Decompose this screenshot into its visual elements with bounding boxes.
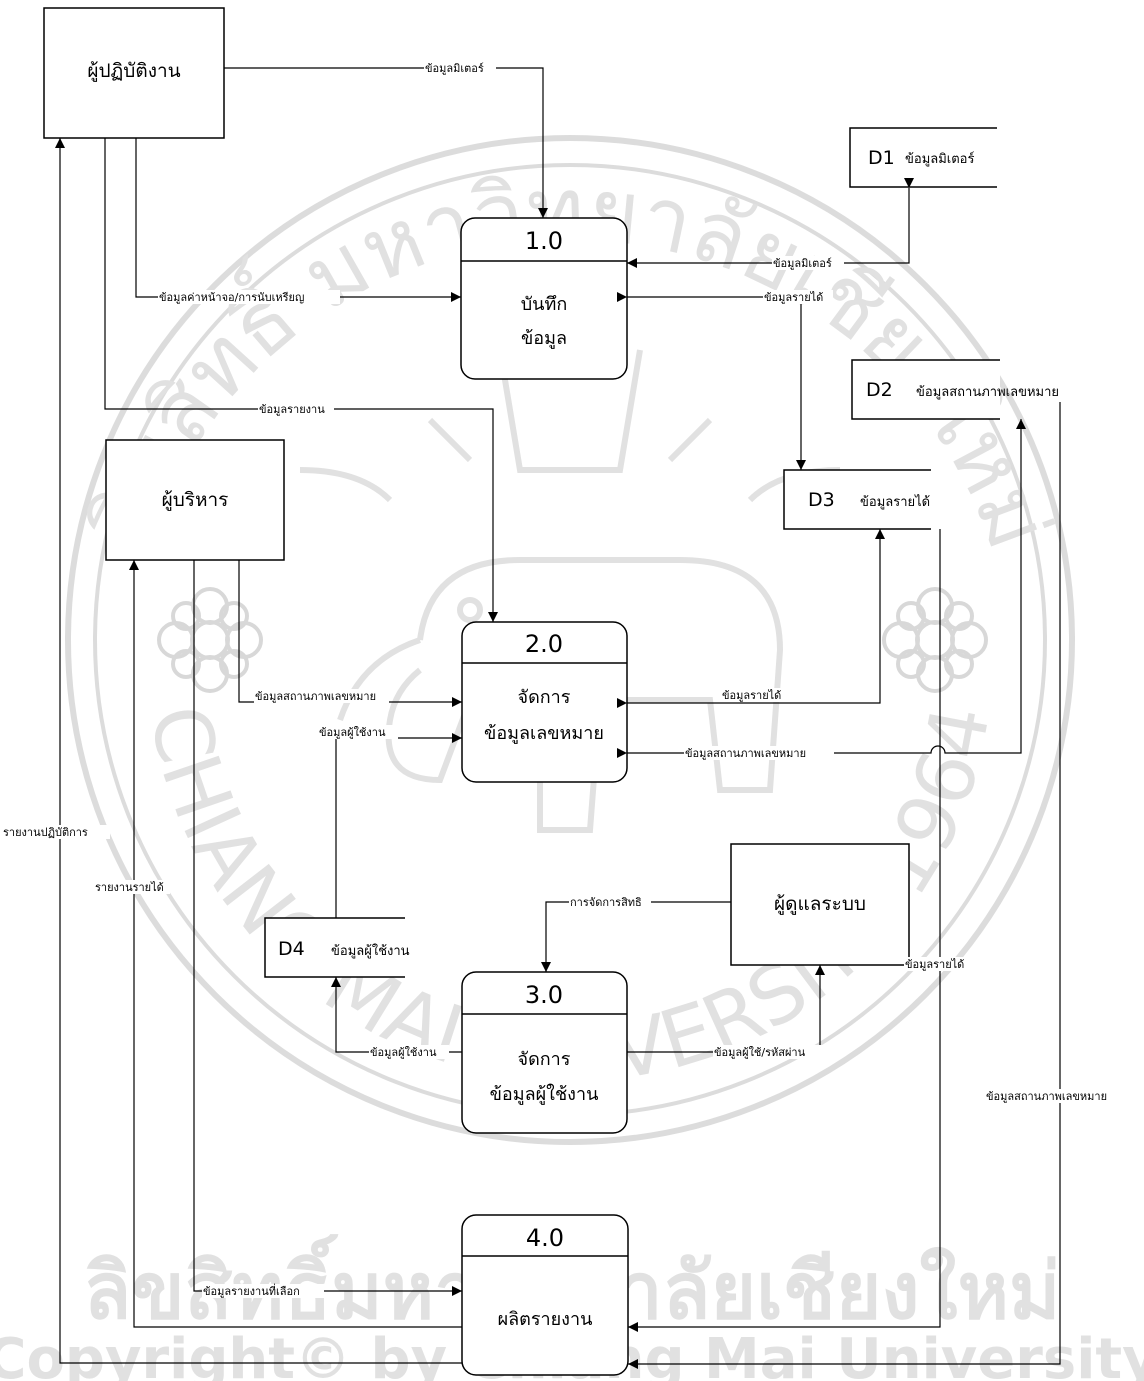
flower-ornament-right-icon — [884, 589, 986, 691]
process-4-0: 4.0 ผลิตรายงาน — [462, 1215, 628, 1375]
svg-text:ข้อมูลผู้ใช้งาน: ข้อมูลผู้ใช้งาน — [319, 726, 386, 739]
svg-text:2.0: 2.0 — [525, 630, 563, 658]
svg-text:ข้อมูลรายได้: ข้อมูลรายได้ — [860, 494, 930, 510]
svg-text:ข้อมูลรายได้: ข้อมูลรายได้ — [905, 958, 964, 971]
svg-text:ข้อมูลเลขหมาย: ข้อมูลเลขหมาย — [484, 723, 604, 744]
svg-text:บันทึก: บันทึก — [521, 294, 568, 315]
svg-text:ข้อมูลผู้ใช้งาน: ข้อมูลผู้ใช้งาน — [331, 943, 410, 959]
process-1-0: 1.0 บันทึก ข้อมูล — [461, 218, 627, 379]
svg-text:จัดการ: จัดการ — [518, 1049, 571, 1070]
svg-text:ผู้บริหาร: ผู้บริหาร — [162, 489, 229, 511]
svg-text:D2: D2 — [866, 379, 893, 401]
entity-operator: ผู้ปฏิบัติงาน — [44, 8, 224, 138]
svg-text:ผู้ดูแลระบบ: ผู้ดูแลระบบ — [774, 893, 866, 915]
svg-text:ข้อมูลรายได้: ข้อมูลรายได้ — [764, 291, 823, 304]
svg-text:รายงานรายได้: รายงานรายได้ — [95, 881, 164, 894]
svg-text:รายงานปฏิบัติการ: รายงานปฏิบัติการ — [3, 826, 88, 839]
svg-text:การจัดการสิทธิ: การจัดการสิทธิ — [570, 896, 642, 909]
svg-text:ข้อมูลมิเตอร์: ข้อมูลมิเตอร์ — [425, 62, 484, 75]
svg-text:ข้อมูลรายได้: ข้อมูลรายได้ — [722, 689, 781, 702]
svg-text:จัดการ: จัดการ — [518, 687, 571, 708]
process-3-0: 3.0 จัดการ ข้อมูลผู้ใช้งาน — [462, 972, 627, 1133]
process-2-0: 2.0 จัดการ ข้อมูลเลขหมาย — [462, 622, 627, 782]
svg-text:3.0: 3.0 — [525, 981, 563, 1009]
svg-text:ข้อมูลผู้ใช้งาน: ข้อมูลผู้ใช้งาน — [370, 1046, 437, 1059]
svg-text:D3: D3 — [808, 489, 835, 511]
svg-text:4.0: 4.0 — [526, 1224, 564, 1252]
datastore-d3: D3 ข้อมูลรายได้ — [784, 470, 931, 529]
flow-d3-p2-income: ข้อมูลรายได้ — [627, 529, 880, 703]
svg-text:D4: D4 — [278, 938, 305, 960]
svg-text:ข้อมูลรายงานที่เลือก: ข้อมูลรายงานที่เลือก — [203, 1283, 300, 1298]
entity-executive: ผู้บริหาร — [106, 440, 284, 560]
svg-text:1.0: 1.0 — [525, 227, 563, 255]
svg-text:ข้อมูลสถานภาพเลขหมาย: ข้อมูลสถานภาพเลขหมาย — [986, 1090, 1107, 1103]
svg-text:ข้อมูลสถานภาพเลขหมาย: ข้อมูลสถานภาพเลขหมาย — [685, 747, 806, 760]
svg-text:ข้อมูลค่าหน้าจอ/การนับเหรียญ: ข้อมูลค่าหน้าจอ/การนับเหรียญ — [159, 291, 304, 304]
svg-text:ผู้ปฏิบัติงาน: ผู้ปฏิบัติงาน — [87, 60, 180, 82]
svg-text:ข้อมูลผู้ใช้/รหัสผ่าน: ข้อมูลผู้ใช้/รหัสผ่าน — [714, 1046, 806, 1059]
flow-rights-management: การจัดการสิทธิ — [546, 895, 731, 972]
svg-text:ข้อมูลรายงาน: ข้อมูลรายงาน — [259, 403, 325, 416]
flower-ornament-left-icon — [159, 589, 261, 691]
datastore-d2: D2 ข้อมูลสถานภาพเลขหมาย — [852, 360, 1059, 419]
svg-text:ข้อมูลสถานภาพเลขหมาย: ข้อมูลสถานภาพเลขหมาย — [916, 385, 1059, 400]
svg-text:ข้อมูลผู้ใช้งาน: ข้อมูลผู้ใช้งาน — [490, 1083, 599, 1105]
datastore-d1: D1 ข้อมูลมิเตอร์ — [850, 128, 997, 187]
flow-executive-number-status: ข้อมูลสถานภาพเลขหมาย — [239, 560, 462, 703]
svg-text:D1: D1 — [868, 147, 895, 169]
svg-text:ข้อมูลมิเตอร์: ข้อมูลมิเตอร์ — [773, 257, 832, 270]
svg-text:ข้อมูล: ข้อมูล — [521, 328, 567, 349]
datastore-d4: D4 ข้อมูลผู้ใช้งาน — [265, 918, 410, 977]
svg-text:ข้อมูลสถานภาพเลขหมาย: ข้อมูลสถานภาพเลขหมาย — [255, 690, 376, 703]
svg-text:ข้อมูลมิเตอร์: ข้อมูลมิเตอร์ — [905, 151, 974, 167]
svg-text:ผลิตรายงาน: ผลิตรายงาน — [498, 1309, 593, 1330]
entity-system-admin: ผู้ดูแลระบบ — [731, 844, 909, 965]
